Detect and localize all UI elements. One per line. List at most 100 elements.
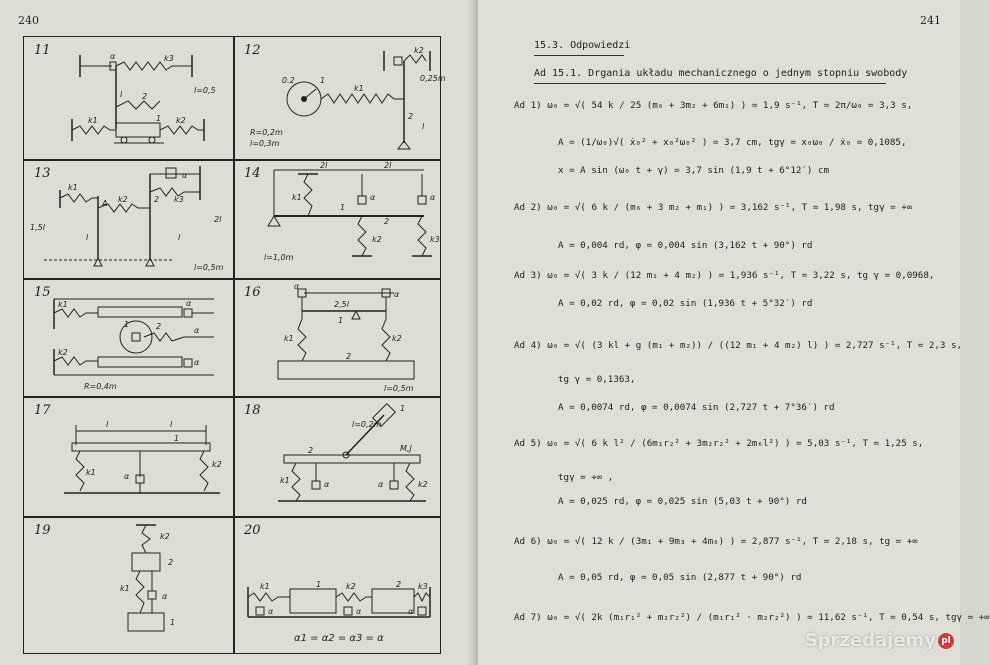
label-alpha: α: [430, 193, 436, 202]
page-number-left: 240: [18, 14, 39, 27]
grid-divider: [24, 159, 440, 161]
exercise-20-diagram: k1 1 k2 2 k3 α α α α1 = α2 = α3 = α: [247, 580, 431, 644]
label-alpha: α: [356, 607, 362, 616]
label-alpha: α: [110, 52, 116, 61]
label-2: 2: [396, 580, 401, 589]
exercise-16-diagram: α 2,5l α k1 1 k2 2 l=0,5m: [277, 282, 415, 393]
label-1: 1: [170, 618, 175, 627]
label-alpha: α: [370, 193, 376, 202]
label-2: 2: [156, 322, 161, 331]
answer-line: A = 0,0074 rd, φ = 0,0074 sin (2,727 t +…: [558, 402, 835, 413]
label-length: l=0,5: [194, 86, 216, 95]
exercise-cell-12: 12 0.2 1 k1 k2 2 0,25m l R=0,2m: [234, 37, 446, 159]
right-page: 241 15.3. Odpowiedzi Ad 15.1. Drgania uk…: [478, 0, 990, 665]
exercise-number: 19: [34, 523, 51, 538]
label-k1: k1: [292, 193, 302, 202]
grid-divider-vertical: [233, 37, 235, 653]
label-k2: k2: [418, 480, 428, 489]
exercise-14-diagram: 2l 2l k1 α α 1 2 k2 k3 l=1,0m: [264, 161, 440, 262]
label-length: l=0,5m: [194, 263, 224, 272]
exercise-15-diagram: k1 α 1 2 α k2 α R=0,4m: [53, 298, 214, 391]
label-k1: k1: [280, 476, 290, 485]
damping-equation: α1 = α2 = α3 = α: [294, 633, 384, 644]
label-1: 1: [338, 316, 343, 325]
label-025: 0,25m: [420, 74, 446, 83]
label-k1: k1: [284, 334, 294, 343]
exercise-cell-14: 14 2l 2l k1 α α 1: [234, 160, 442, 278]
label-2-5l: 2,5l: [334, 300, 350, 309]
exercise-number: 16: [244, 285, 261, 300]
answer-line: A = 0,025 rd, φ = 0,025 sin (5,03 t + 90…: [558, 496, 807, 507]
label-2: 2: [142, 92, 147, 101]
exercise-cell-19: 19 k2 2 k1 α 1: [24, 517, 233, 653]
label-1: 1: [316, 580, 321, 589]
answers-heading-underline: [534, 83, 886, 84]
label-alpha: α: [194, 326, 200, 335]
label-alpha: α: [182, 171, 188, 180]
label-k2: k2: [58, 348, 68, 357]
label-1: 1: [320, 76, 325, 85]
label-2: 2: [168, 558, 173, 567]
label-k2: k2: [414, 46, 424, 55]
label-k1: k1: [120, 584, 130, 593]
label-length: l=0,3m: [250, 139, 280, 148]
watermark-text: Sprzedajemy: [804, 630, 936, 651]
label-1: 1: [156, 114, 161, 123]
answer-line: Ad 5) ω₀ = √( 6 k l² / (6m₁r₂² + 3m₂r₂² …: [514, 438, 924, 449]
answer-line: tgγ = +∞ ,: [558, 472, 614, 483]
label-l: l: [120, 90, 123, 99]
label-alpha: α: [194, 358, 200, 367]
label-k2: k2: [118, 195, 128, 204]
label-k2: k2: [392, 334, 402, 343]
answer-line: Ad 1) ω₀ = √( 54 k / 25 (m₆ + 3m₂ + 6m₁)…: [514, 100, 913, 111]
exercise-number: 12: [244, 43, 261, 58]
exercise-cell-16: 16 α 2,5l α k1 1 k2 2 l=0,5m: [234, 279, 442, 396]
watermark-badge: pl: [938, 633, 954, 649]
exercise-number: 18: [244, 403, 261, 418]
answer-line: A = 0,02 rd, φ = 0,02 sin (1,936 t + 5°3…: [558, 298, 813, 309]
exercise-cell-20: 20 k1 1 k2 2 k3 α α α: [234, 517, 442, 653]
exercise-17-diagram: l l 1 k1 α k2: [64, 420, 222, 494]
label-2: 2: [408, 112, 413, 121]
label-alpha: α: [162, 592, 168, 601]
label-2: 2: [384, 217, 389, 226]
answer-line: A = 0,05 rd, φ = 0,05 sin (2,877 t + 90°…: [558, 572, 802, 583]
label-1: 1: [340, 203, 345, 212]
label-l: l: [86, 233, 89, 242]
label-l: l: [422, 122, 425, 131]
label-A: A: [101, 199, 107, 208]
answer-line: A = (1/ω₀)√( ẋ₀² + x₀²ω₀² ) = 3,7 cm, tg…: [558, 137, 907, 148]
answer-line: Ad 7) ω₀ = √( 2k (m₁r₁² + m₂r₂²) / (m₁r₁…: [514, 612, 990, 623]
exercise-19-diagram: k2 2 k1 α 1: [120, 524, 175, 632]
grid-divider: [24, 396, 440, 398]
grid-divider: [24, 278, 440, 280]
label-alpha: α: [324, 480, 330, 489]
label-k1: k1: [354, 84, 364, 93]
exercise-cell-13: 13 k1 A k2 2 k3 α 2l: [24, 160, 233, 278]
label-2: 2: [154, 195, 159, 204]
answer-line: A = 0,004 rd, φ = 0,004 sin (3,162 t + 9…: [558, 240, 813, 251]
left-page: 240 1 1 α: [0, 0, 478, 665]
answer-line: Ad 2) ω₀ = √( 6 k / (m₆ + 3 m₂ + m₁) ) =…: [514, 202, 913, 213]
answer-line: Ad 3) ω₀ = √( 3 k / (12 m₁ + 4 m₂) ) = 1…: [514, 270, 935, 281]
label-MJ: M,J: [400, 444, 412, 453]
label-0-2: 0.2: [282, 76, 295, 85]
label-k2: k2: [212, 460, 222, 469]
page-number-right: 241: [920, 14, 941, 27]
label-k3: k3: [164, 54, 174, 63]
exercise-cell-15: 15 k1 α 1 2 α k2: [24, 279, 233, 396]
label-alpha: α: [394, 290, 400, 299]
label-k3: k3: [174, 195, 184, 204]
exercise-grid: 1 1 α k3 l 2 k1 k2: [23, 36, 446, 654]
label-k1: k1: [58, 300, 68, 309]
label-1-5l: 1,5l: [30, 223, 46, 232]
answers-heading: Ad 15.1. Drgania układu mechanicznego o …: [534, 68, 908, 79]
exercise-cell-17: 17 l l 1 k1 α k2: [24, 397, 233, 516]
label-alpha: α: [378, 480, 384, 489]
label-length: l=1,0m: [264, 253, 294, 262]
answer-line: x = A sin (ω₀ t + γ) = 3,7 sin (1,9 t + …: [558, 165, 830, 176]
label-1: 1: [124, 320, 129, 329]
label-k2: k2: [160, 532, 170, 541]
label-k2: k2: [176, 116, 186, 125]
